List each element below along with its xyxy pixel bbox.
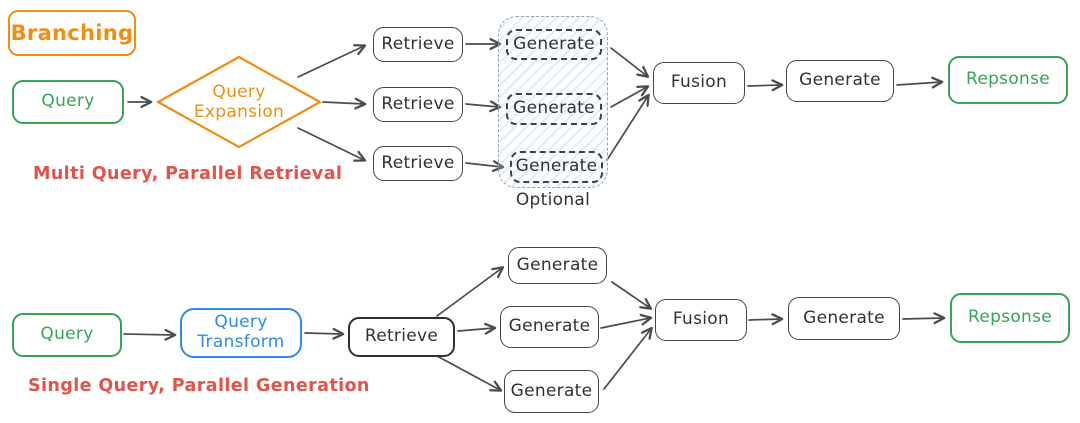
node-query-transform: Query Transform — [180, 308, 302, 358]
arrow-generate-a-to-fusion — [611, 281, 653, 310]
caption-single-query: Single Query, Parallel Generation — [28, 376, 370, 396]
node-fusion-bottom: Fusion — [655, 299, 747, 341]
node-generate-parallel-3: Generate — [504, 370, 599, 413]
arrow-retrieve-to-generate-b — [457, 322, 497, 335]
arrow-generate1-to-fusion — [610, 47, 650, 78]
arrow-generate2-to-fusion — [610, 85, 650, 108]
query-expansion-diamond-shape — [156, 55, 322, 149]
node-query-expansion-label: Query Expansion — [193, 82, 285, 122]
caption-multi-query: Multi Query, Parallel Retrieval — [33, 164, 343, 184]
arrow-retrieve2-to-generate2 — [465, 100, 502, 113]
arrow-fusion-to-generate-top — [747, 79, 784, 92]
branching-badge: Branching — [8, 10, 136, 56]
node-fusion-top: Fusion — [653, 62, 745, 104]
arrow-retrieve-to-generate-a — [436, 266, 505, 317]
node-retrieve-top-2: Retrieve — [373, 87, 463, 122]
node-response-top: Repsonse — [948, 56, 1068, 104]
arrow-retrieve3-to-generate3 — [465, 160, 505, 173]
node-generate-parallel-2: Generate — [500, 306, 599, 348]
arrow-generate-to-response-bottom — [902, 312, 946, 325]
arrow-fusion-to-generate-bottom — [748, 313, 784, 326]
arrow-generate3-to-fusion — [606, 93, 650, 161]
arrow-generate-b-to-fusion — [600, 313, 653, 329]
arrow-generate-c-to-fusion — [603, 326, 653, 390]
node-generate-optional-1: Generate — [506, 29, 602, 60]
node-generate-final-top: Generate — [786, 60, 894, 102]
node-query-top: Query — [12, 80, 124, 124]
arrow-query-to-transform — [123, 328, 177, 341]
arrow-transform-to-retrieve — [304, 327, 345, 340]
node-generate-parallel-1: Generate — [508, 247, 607, 284]
node-generate-optional-3: Generate — [510, 151, 603, 183]
arrow-expansion-to-retrieve-2 — [322, 97, 367, 110]
node-generate-optional-2: Generate — [506, 93, 602, 125]
arrow-retrieve-to-generate-c — [436, 355, 503, 392]
node-query-bottom: Query — [12, 313, 122, 357]
optional-label: Optional — [515, 190, 591, 210]
node-response-bottom: Repsonse — [950, 293, 1070, 343]
arrows-group — [123, 38, 946, 392]
arrow-generate-to-response-top — [896, 76, 944, 89]
node-retrieve-bottom: Retrieve — [348, 317, 455, 357]
node-retrieve-top-1: Retrieve — [373, 27, 463, 62]
arrow-expansion-to-retrieve-1 — [297, 44, 367, 78]
arrow-expansion-to-retrieve-3 — [297, 127, 367, 162]
node-retrieve-top-3: Retrieve — [373, 146, 463, 181]
node-generate-final-bottom: Generate — [788, 297, 900, 340]
